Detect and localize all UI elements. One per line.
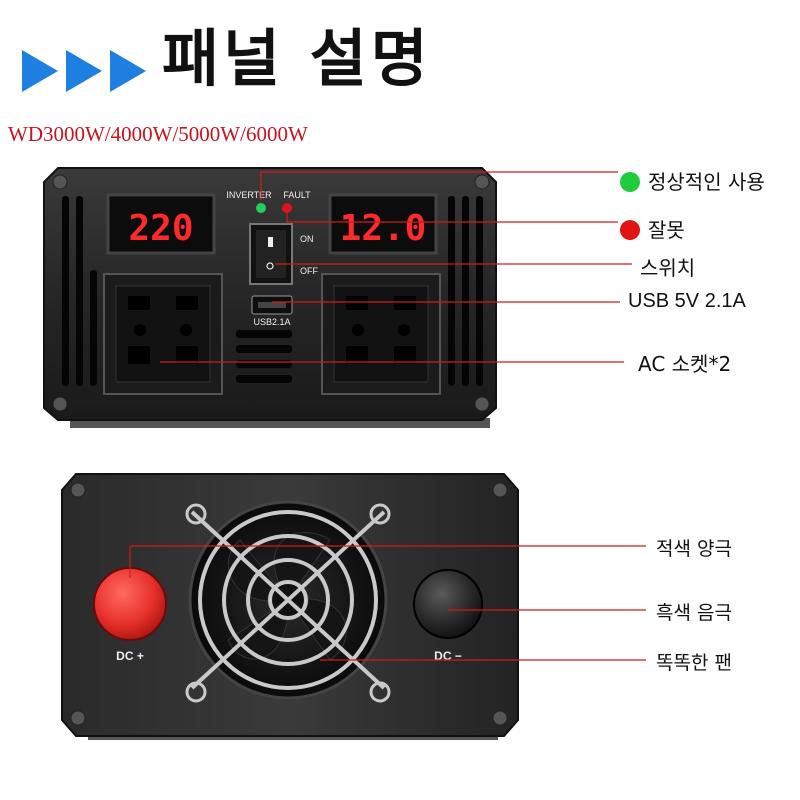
header-arrows-icon (22, 50, 152, 96)
model-list: WD3000W/4000W/5000W/6000W (8, 122, 308, 146)
callout-smart-fan: 똑똑한 팬 (656, 652, 732, 674)
callout-fault: 잘못 (620, 214, 685, 243)
screw-icon (70, 710, 86, 726)
switch-on-label: ON (300, 234, 314, 244)
arrow-icon (66, 50, 102, 92)
led-fault-label: FAULT (283, 190, 311, 200)
callout-lines (129, 171, 646, 661)
callout-ac-socket: AC 소켓*2 (638, 352, 732, 376)
rear-panel: DC + DC − (61, 473, 519, 740)
page-title: 패널 설명 (162, 22, 432, 95)
dc-negative-label: DC − (434, 649, 462, 663)
front-panel: 220 12.0 INVERTER FAULT ON OFF USB2.1A (43, 167, 497, 428)
screw-icon (52, 396, 68, 412)
screw-icon (492, 710, 508, 726)
arrow-icon (22, 50, 58, 92)
callout-usb: USB 5V 2.1A (628, 290, 746, 312)
callout-normal-use: 정상적인 사용 (620, 166, 765, 195)
red-dot-icon (620, 220, 640, 240)
battery-display: 12.0 (340, 208, 427, 249)
screw-icon (52, 174, 68, 190)
green-led-icon (256, 203, 266, 213)
screw-icon (474, 174, 490, 190)
dc-positive-label: DC + (116, 649, 144, 663)
screw-icon (70, 482, 86, 498)
voltage-display: 220 (128, 208, 193, 249)
screw-icon (474, 396, 490, 412)
usb-label: USB2.1A (253, 317, 290, 327)
arrow-icon (110, 50, 146, 92)
callout-black-negative: 흑색 음극 (656, 602, 732, 624)
led-inverter-label: INVERTER (226, 190, 272, 200)
screw-icon (492, 482, 508, 498)
switch-off-label: OFF (300, 266, 318, 276)
dc-negative-terminal (413, 569, 483, 639)
green-dot-icon (620, 172, 640, 192)
callout-red-positive: 적색 양극 (656, 538, 732, 560)
callout-switch: 스위치 (640, 256, 696, 280)
dc-positive-terminal (93, 567, 167, 641)
fan-grille-icon (190, 510, 386, 690)
red-led-icon (282, 203, 292, 213)
